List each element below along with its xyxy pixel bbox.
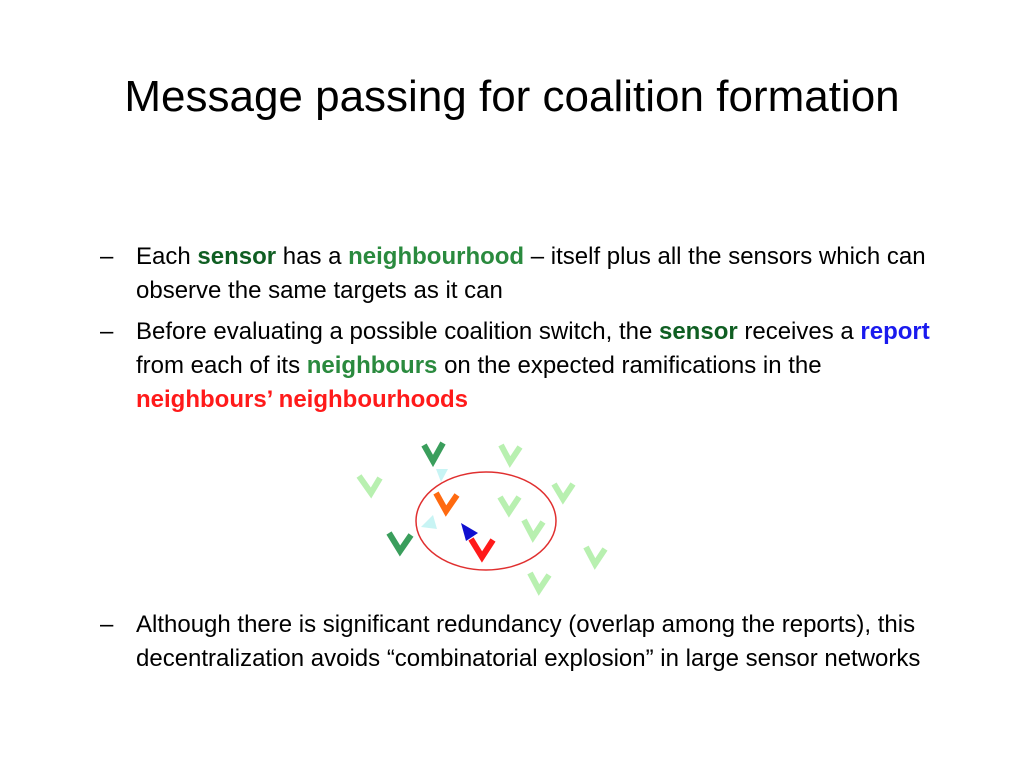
text-run: from each of its xyxy=(136,352,307,379)
sensor-chevron-icon xyxy=(583,545,608,570)
sensor-chevron-icon xyxy=(498,443,523,468)
bullet-dash: – xyxy=(100,243,114,270)
sensor-chevron-icon xyxy=(527,571,552,596)
bullet-dash: – xyxy=(100,611,114,638)
sensor-chevron-icon xyxy=(521,518,546,543)
red-sensor-chevron-icon xyxy=(468,537,496,563)
text-run: has a xyxy=(276,243,349,270)
text-run: Before evaluating a possible coalition s… xyxy=(136,318,659,345)
keyword-neighbours: neighbours xyxy=(306,352,438,379)
report-triangle-icon xyxy=(461,523,478,541)
page-title: Message passing for coalition formation xyxy=(124,72,900,121)
text-run: receives a xyxy=(737,318,861,345)
bullet-text: Before evaluating a possible coalition s… xyxy=(136,315,960,417)
keyword-sensor: sensor xyxy=(197,243,277,270)
sensor-chevron-icon xyxy=(421,441,446,468)
bullet-text: Although there is significant redundancy… xyxy=(136,608,960,676)
sensor-chevron-icon xyxy=(497,495,522,518)
bullet-text: Each sensor has a neighbourhood – itself… xyxy=(136,240,960,308)
sensor-chevron-icon xyxy=(551,482,576,505)
sensor-chevron-icon xyxy=(356,474,383,499)
text-run: – itself plus all the sensors which can … xyxy=(136,243,926,304)
sensor-chevron-icon xyxy=(386,531,414,557)
bullet-2: – Before evaluating a possible coalition… xyxy=(100,315,960,417)
keyword-sensor: sensor xyxy=(658,318,738,345)
text-run: Each xyxy=(136,243,198,270)
keyword-neighbourhood: neighbourhood xyxy=(348,243,525,270)
keyword-report: report xyxy=(860,318,930,345)
bullet-3: – Although there is significant redundan… xyxy=(100,608,960,676)
text-run: on the expected ramifications in the xyxy=(437,352,822,379)
keyword-neighbours-neighbourhoods: neighbours’ neighbourhoods xyxy=(136,386,468,413)
bullet-1: – Each sensor has a neighbourhood – itse… xyxy=(100,240,960,308)
text-run: Although there is significant redundancy… xyxy=(136,611,921,672)
orange-sensor-chevron-icon xyxy=(433,491,460,517)
bullet-dash: – xyxy=(100,318,114,345)
message-triangle-icon xyxy=(421,515,437,529)
neighbourhood-ellipse xyxy=(415,471,557,571)
message-triangle-icon xyxy=(436,469,448,482)
